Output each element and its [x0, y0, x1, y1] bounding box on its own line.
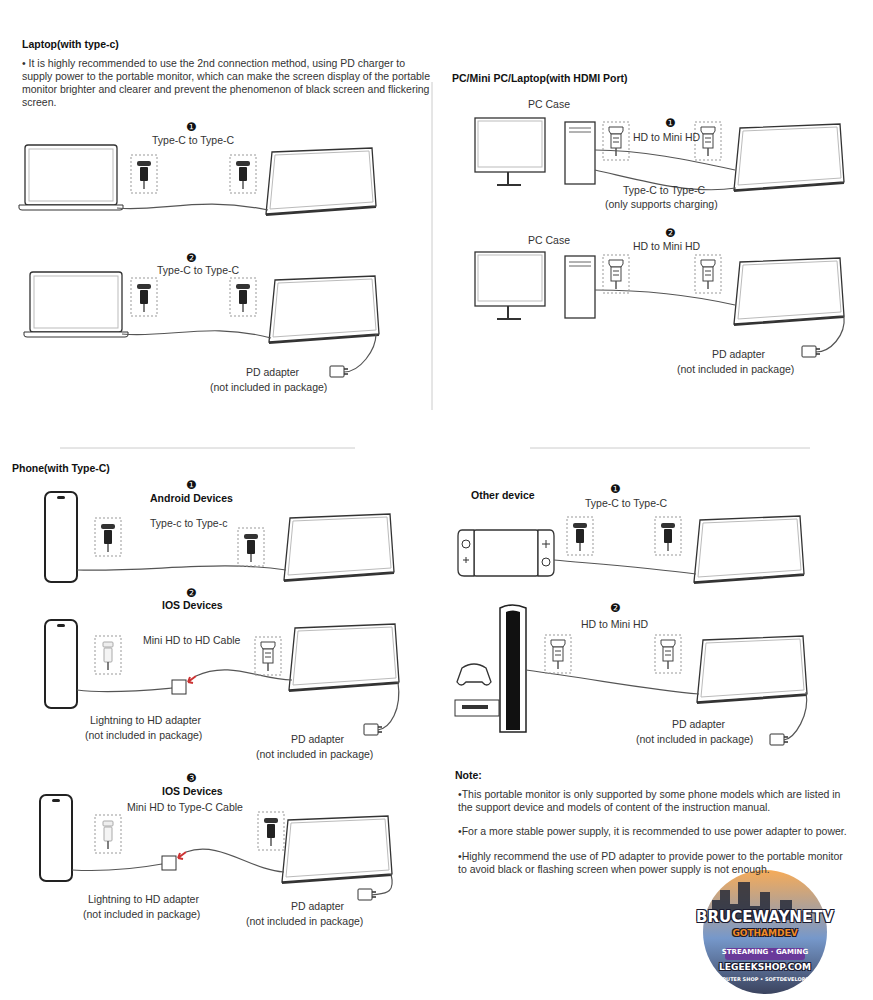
caption-label: (not included in package) — [246, 915, 363, 928]
caption-label: Lightning to HD adapter — [88, 893, 199, 906]
caption-label: HD to Mini HD — [633, 131, 700, 144]
caption-label: Type-C to Type-C — [152, 134, 234, 147]
section-heading: Phone(with Type-C) — [12, 462, 110, 475]
caption-label: (not included in package) — [677, 363, 794, 376]
section-heading: PC/Mini PC/Laptop(with HDMI Port) — [452, 72, 628, 85]
caption-label: PC Case — [528, 234, 570, 247]
caption-label: • It is highly recommended to use the 2n… — [22, 57, 432, 110]
caption-label: Type-C to Type-C — [585, 497, 667, 510]
caption-label: PD adapter — [246, 366, 299, 379]
callout-number: ❶ — [186, 478, 197, 493]
callout-number: ❶ — [665, 116, 676, 131]
brand-site: LEGEEKSHOP.COM — [719, 962, 811, 972]
section-heading: Other device — [471, 489, 535, 502]
caption-label: PD adapter — [291, 733, 344, 746]
section-heading: Note: — [455, 769, 482, 782]
callout-number: ❷ — [610, 601, 621, 616]
caption-label: Type-C to Type-C — [157, 264, 239, 277]
caption-label: (not included in package) — [636, 733, 753, 746]
brand-tagline: COMPUTER SHOP • SOFTDEVELOPPEUR — [710, 976, 821, 982]
brand-band: STREAMING · GAMING — [722, 948, 808, 956]
caption-label: PD adapter — [712, 348, 765, 361]
caption-label: •For a more stable power supply, it is r… — [458, 825, 853, 838]
caption-label: PC Case — [528, 98, 570, 111]
caption-label: HD to Mini HD — [633, 240, 700, 253]
section-heading: IOS Devices — [162, 599, 223, 612]
callout-number: ❷ — [186, 251, 197, 266]
callout-number: ❸ — [186, 771, 197, 786]
brand-subtitle: GOTHAMDEV — [732, 928, 797, 938]
caption-label: (not included in package) — [85, 729, 202, 742]
caption-label: (not included in package) — [256, 748, 373, 761]
callout-number: ❷ — [665, 226, 676, 241]
section-heading: IOS Devices — [162, 785, 223, 798]
caption-label: Type-c to Type-c — [150, 517, 227, 530]
section-heading: Android Devices — [150, 492, 233, 505]
caption-label: Lightning to HD adapter — [90, 714, 201, 727]
caption-label: •Highly recommend the use of PD adapter … — [458, 850, 853, 876]
caption-label: (only supports charging) — [605, 198, 718, 211]
section-heading: Laptop(with type-c) — [22, 38, 119, 51]
caption-label: Mini HD to Type-C Cable — [127, 801, 243, 814]
caption-label: •This portable monitor is only supported… — [458, 788, 853, 814]
caption-label: Mini HD to HD Cable — [143, 634, 240, 647]
brand-title: BRUCEWAYNETV — [696, 908, 834, 926]
caption-label: (not included in package) — [210, 381, 327, 394]
callout-number: ❶ — [186, 120, 197, 135]
callout-number: ❷ — [186, 586, 197, 601]
caption-label: (not included in package) — [83, 908, 200, 921]
caption-label: HD to Mini HD — [581, 618, 648, 631]
callout-number: ❶ — [610, 482, 621, 497]
caption-label: Type-C to Type-C — [623, 184, 705, 197]
caption-label: PD adapter — [672, 718, 725, 731]
caption-label: PD adapter — [291, 900, 344, 913]
